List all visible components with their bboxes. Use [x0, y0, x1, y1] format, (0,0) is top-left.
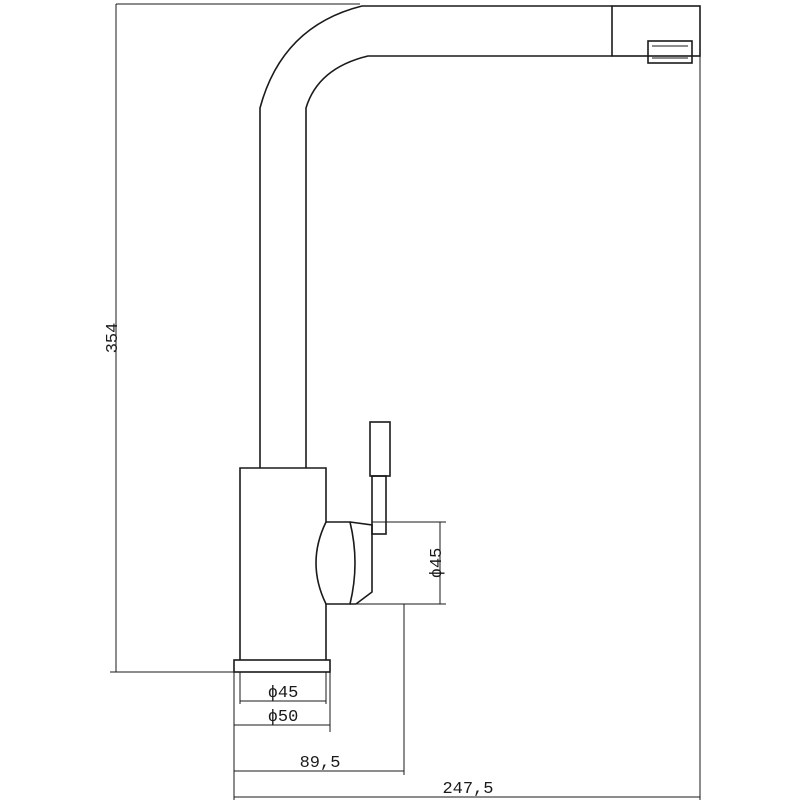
spout-reach-label: 247,5 — [442, 780, 493, 799]
base-ring — [233, 659, 331, 673]
height-dimension: 354 — [104, 3, 360, 673]
aerator — [647, 40, 693, 64]
spout-inner-edge — [305, 55, 612, 468]
faucet-body — [239, 467, 327, 660]
handle-reach-label: 89,5 — [300, 754, 341, 773]
faucet-outline — [233, 5, 701, 673]
handle-cap — [349, 521, 373, 605]
base-diameter-dimensions: ϕ45 ϕ50 — [233, 672, 331, 732]
lever-stem — [371, 475, 387, 535]
handle-diameter-dimension: ϕ45 — [356, 521, 447, 605]
handle-diameter-label: ϕ45 — [428, 548, 447, 579]
handle-cartridge — [326, 521, 356, 605]
base-inner-diameter-label: ϕ45 — [268, 684, 299, 703]
handle-cap-curve — [315, 521, 327, 605]
handle-reach-dimension: 89,5 — [233, 604, 405, 800]
spout-reach-dimension: 247,5 — [234, 56, 701, 800]
spout-head — [611, 5, 701, 57]
base-outer-diameter-label: ϕ50 — [268, 708, 299, 727]
height-label: 354 — [104, 323, 123, 354]
spout-outer-edge — [259, 5, 612, 468]
lever-knob — [369, 421, 391, 477]
